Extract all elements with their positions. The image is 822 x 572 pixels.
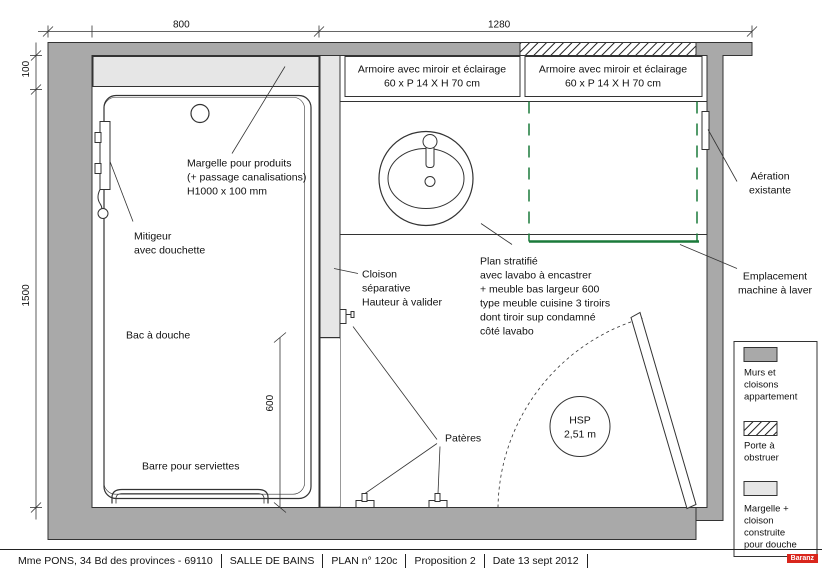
legend-margelle-2: cloison [744, 516, 774, 527]
dim-left-small: 100 [21, 60, 32, 77]
leader-lines [109, 66, 738, 494]
wall-details [91, 55, 696, 508]
ventilation-label-2: existante [749, 185, 791, 197]
machine-label-2: machine à laver [738, 285, 813, 297]
legend-margelle-4: pour douche [744, 540, 797, 551]
legend-walls-2: cloisons [744, 380, 779, 391]
towel-bar [111, 488, 269, 504]
dim-top-right: 1280 [488, 20, 511, 31]
counter-label-3: + meuble bas largeur 600 [480, 284, 600, 296]
hooks-label: Patères [445, 433, 481, 445]
footer-proposition: Proposition 2 [414, 555, 476, 567]
counter-label-2: avec lavabo à encastrer [480, 270, 592, 282]
dimension-lines [30, 25, 758, 520]
cabinet-left [344, 56, 521, 97]
ceiling-height-marker [549, 396, 611, 457]
cabinet-right-title: Armoire avec miroir et éclairage [539, 64, 687, 76]
footer-room: SALLE DE BAINS [229, 555, 315, 567]
washbasin-icon [378, 130, 474, 227]
cabinet-left-size: 60 x P 14 X H 70 cm [384, 78, 480, 90]
separating-wall [319, 55, 341, 338]
legend-door-2: obstruer [744, 453, 779, 464]
margelle-label-3: H1000 x 100 mm [187, 186, 267, 198]
wall-label-1: Cloison [362, 269, 397, 281]
legend-walls-1: Murs et [744, 368, 776, 379]
footer-divider [405, 554, 407, 568]
legend-swatch-margelle [743, 481, 778, 496]
dim-top-left: 800 [173, 20, 190, 31]
footer-divider [322, 554, 324, 568]
legend-door-1: Porte à [744, 441, 775, 452]
cabinet-right [524, 56, 703, 97]
shelf-margelle [92, 56, 320, 87]
wall-label-3: Hauteur à valider [362, 297, 442, 309]
legend-margelle-1: Margelle + [744, 504, 789, 515]
mixer-label-2: avec douchette [134, 245, 205, 257]
cabinet-right-size: 60 x P 14 X H 70 cm [565, 78, 661, 90]
dim-left-large: 1500 [21, 284, 32, 307]
hook-icon [339, 309, 355, 324]
legend-walls-3: appartement [744, 392, 798, 403]
legend-swatch-door [743, 421, 778, 436]
counter-label-5: dont tiroir sup condamné [480, 312, 596, 324]
legend-margelle-3: construite [744, 528, 785, 539]
towel-bar-label: Barre pour serviettes [142, 461, 239, 473]
hsp-label: HSP [569, 415, 591, 427]
door-to-obstruct [519, 42, 697, 56]
hook-icon [428, 493, 448, 508]
machine-label-1: Emplacement [743, 271, 807, 283]
margelle-label-2: (+ passage canalisations) [187, 172, 306, 184]
title-block: Mme PONS, 34 Bd des provinces - 69110 SA… [0, 549, 822, 572]
counter-label-4: type meuble cuisine 3 tiroirs [480, 298, 610, 310]
footer-divider [586, 554, 588, 568]
margelle-label-1: Margelle pour produits [187, 158, 291, 170]
dim-inner-vertical: 600 [265, 394, 276, 411]
footer-divider [220, 554, 222, 568]
mixer-tap-icon [94, 121, 111, 219]
wall-label-2: séparative [362, 283, 411, 295]
footer-plan: PLAN n° 120c [331, 555, 398, 567]
cabinet-left-title: Armoire avec miroir et éclairage [358, 64, 506, 76]
hsp-value: 2,51 m [564, 429, 596, 441]
ventilation-grille [701, 111, 710, 150]
brand-logo: Baranz [786, 554, 818, 563]
washing-machine-zone [528, 101, 699, 243]
hook-icon [355, 493, 375, 508]
door-swing [497, 311, 697, 510]
shower-drain [190, 103, 210, 124]
mixer-label-1: Mitigeur [134, 231, 172, 243]
counter-label-1: Plan stratifié [480, 256, 538, 268]
shower-tray-label: Bac à douche [126, 330, 190, 342]
footer-divider [483, 554, 485, 568]
ventilation-label-1: Aération [750, 171, 789, 183]
footer-client: Mme PONS, 34 Bd des provinces - 69110 [18, 555, 213, 567]
legend-swatch-walls [743, 347, 778, 362]
counter-label-6: côté lavabo [480, 326, 534, 338]
legend [733, 341, 818, 557]
footer-date: Date 13 sept 2012 [492, 555, 579, 567]
